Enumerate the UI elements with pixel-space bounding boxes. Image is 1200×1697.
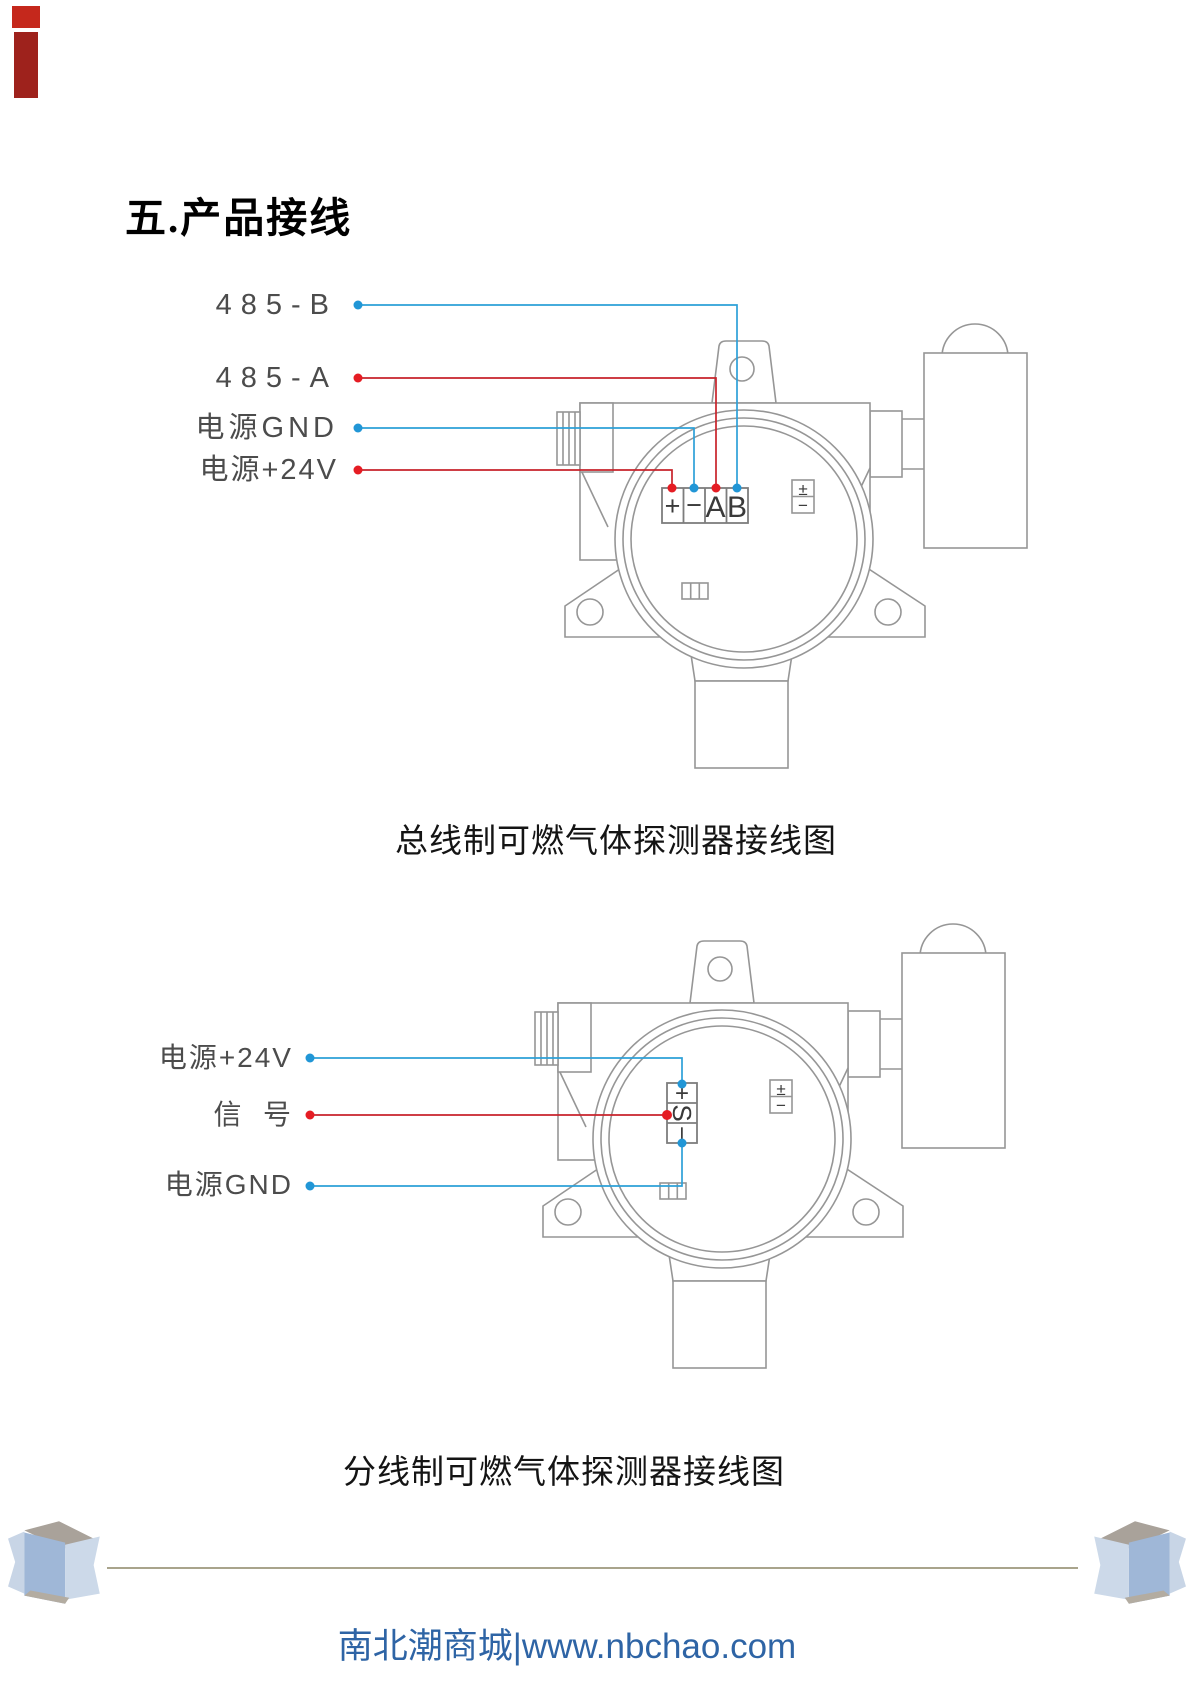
page-corner-mark-bar <box>14 32 38 98</box>
wire-label-24v-1: 电源+24V <box>199 454 338 486</box>
detector-2 <box>534 923 1006 1369</box>
wire-label-signal: 信 号 <box>213 1099 293 1130</box>
terminal-1-A: A <box>705 491 725 524</box>
terminal-1-plus: + <box>665 491 681 521</box>
terminal-2-minus: − <box>668 1126 695 1140</box>
terminal-block-2 <box>666 1082 698 1144</box>
footer-ribbon-left-icon <box>8 1521 100 1604</box>
wire-label-485B: 485-B <box>215 289 338 321</box>
diagram-1-caption: 总线制可燃气体探测器接线图 <box>395 824 837 860</box>
page-corner-mark-top <box>12 6 40 28</box>
terminal-1-minus: − <box>686 490 702 520</box>
footer-divider <box>107 1567 1078 1569</box>
wires-blue-diagram2 <box>310 1057 683 1187</box>
footer-site-link[interactable]: 南北潮商城|www.nbchao.com <box>337 1627 797 1666</box>
wire-label-485A: 485-A <box>215 362 338 394</box>
diagram-2-caption: 分线制可燃气体探测器接线图 <box>343 1455 785 1491</box>
wire-label-gnd-2: 电源GND <box>164 1169 293 1200</box>
footer-ribbon-right-icon <box>1094 1521 1186 1604</box>
wires-red-diagram1 <box>358 377 717 486</box>
page-title: 五.产品接线 <box>125 195 353 241</box>
detector-1 <box>556 323 1028 769</box>
wire-label-24v-2: 电源+24V <box>158 1042 293 1073</box>
wire-label-gnd-1: 电源GND <box>195 412 338 444</box>
wire-dots-diagram1 <box>353 300 742 493</box>
terminal-block-1 <box>661 487 749 524</box>
wires-blue-diagram1 <box>358 304 738 486</box>
terminal-1-B: B <box>727 491 747 524</box>
wire-dots-diagram2 <box>305 1053 687 1191</box>
terminal-2-signal: S <box>667 1104 697 1121</box>
